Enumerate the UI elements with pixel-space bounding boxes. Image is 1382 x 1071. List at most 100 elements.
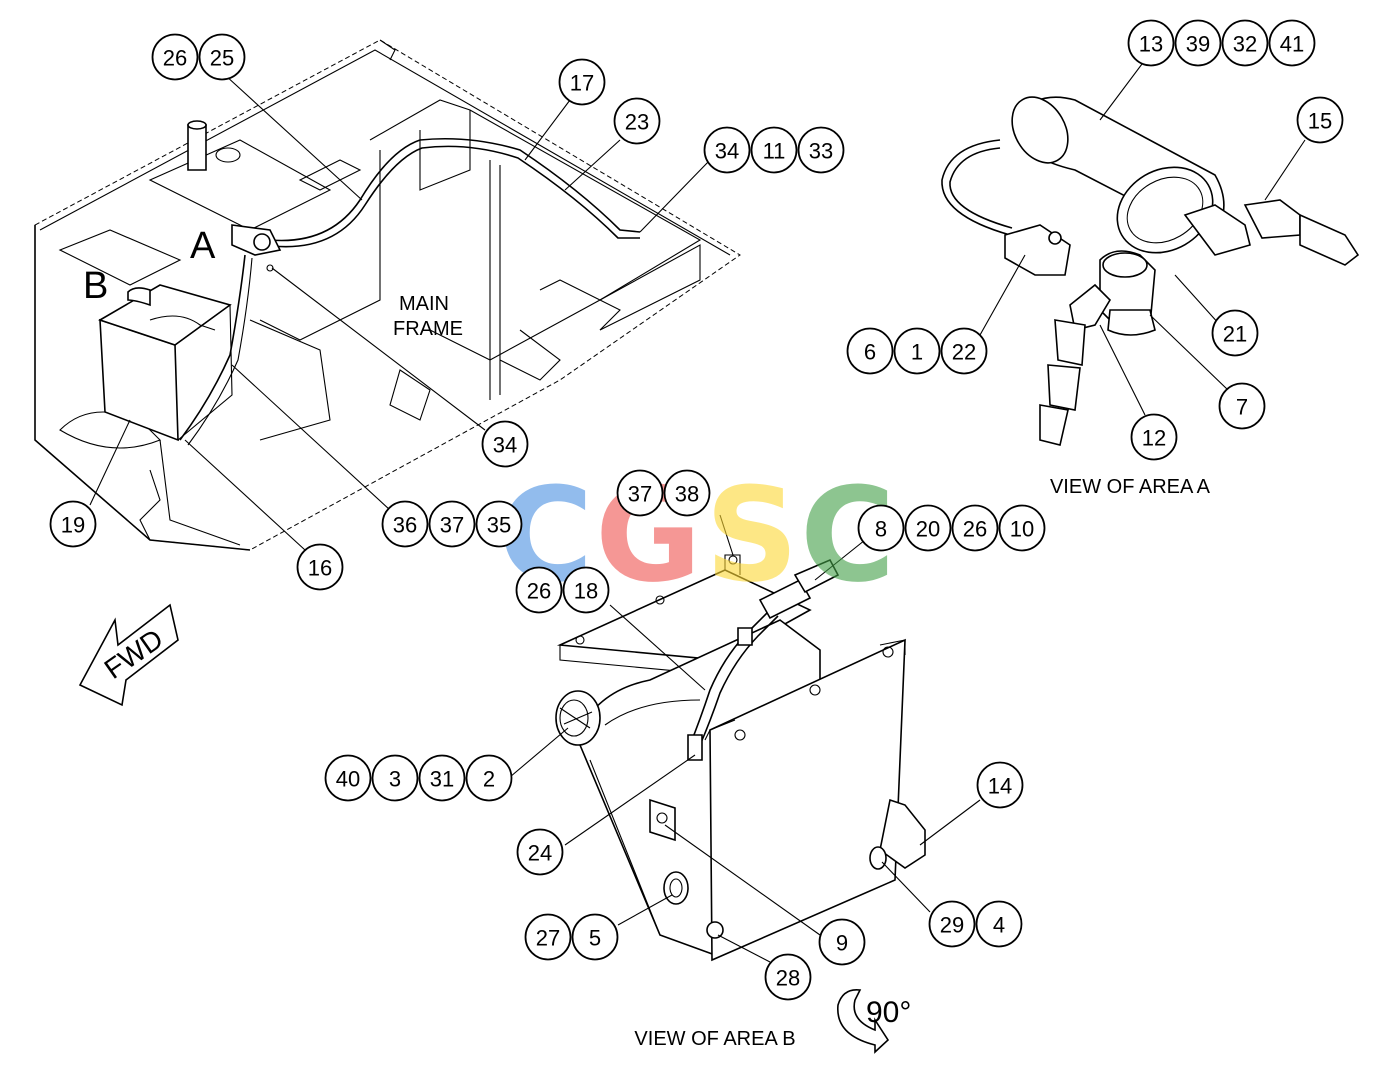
callout-circle <box>951 504 999 552</box>
callout-circle <box>571 913 619 961</box>
area-a-label: A <box>190 225 216 267</box>
rotation-label: 90° <box>866 996 911 1029</box>
callout-circle <box>818 918 866 966</box>
callout-29: 29 <box>928 900 976 948</box>
callout-number: 14 <box>988 774 1012 799</box>
callout-circle <box>846 327 894 375</box>
callout-24: 24 <box>516 828 564 876</box>
callout-13: 13 <box>1127 19 1175 67</box>
callout-number: 21 <box>1223 322 1247 347</box>
callout-circle <box>1211 309 1259 357</box>
callout-31: 31 <box>418 754 466 802</box>
callout-number: 9 <box>836 931 848 956</box>
callout-circle <box>558 58 606 106</box>
callout-number: 34 <box>715 139 739 164</box>
callout-33: 33 <box>797 126 845 174</box>
callout-12: 12 <box>1130 413 1178 461</box>
callout-circle <box>1221 19 1269 67</box>
callout-number: 38 <box>675 482 699 507</box>
callout-circle <box>703 126 751 174</box>
callout-number: 35 <box>487 513 511 538</box>
callout-number: 22 <box>952 340 976 365</box>
callout-number: 19 <box>61 513 85 538</box>
callout-circle <box>940 327 988 375</box>
callout-number: 41 <box>1280 32 1304 57</box>
callout-22: 22 <box>940 327 988 375</box>
callout-28: 28 <box>764 953 812 1001</box>
callout-number: 26 <box>963 517 987 542</box>
callout-circle <box>998 504 1046 552</box>
callout-circle <box>475 500 523 548</box>
callout-number: 2 <box>483 767 495 792</box>
callout-19: 19 <box>49 500 97 548</box>
callout-37b: 37 <box>616 469 664 517</box>
callout-27: 27 <box>524 913 572 961</box>
callout-number: 31 <box>430 767 454 792</box>
callout-circle <box>616 469 664 517</box>
callout-number: 18 <box>574 579 598 604</box>
callout-circle <box>904 504 952 552</box>
callout-10: 10 <box>998 504 1046 552</box>
callout-41: 41 <box>1268 19 1316 67</box>
main-frame-label-line2: FRAME <box>393 318 463 340</box>
callout-number: 8 <box>875 517 887 542</box>
main-frame-drawing <box>34 39 741 551</box>
callout-40: 40 <box>324 754 372 802</box>
callout-5: 5 <box>571 913 619 961</box>
callout-number: 25 <box>210 46 234 71</box>
callout-circle <box>1268 19 1316 67</box>
rotation-arrow-icon <box>837 988 890 1054</box>
callout-18: 18 <box>562 566 610 614</box>
callout-36: 36 <box>381 500 429 548</box>
callout-circle <box>481 420 529 468</box>
callout-6: 6 <box>846 327 894 375</box>
callout-number: 3 <box>389 767 401 792</box>
callout-circle <box>151 33 199 81</box>
area-b-view-drawing <box>509 514 981 963</box>
callout-number: 11 <box>763 139 786 164</box>
callout-number: 40 <box>336 767 360 792</box>
callout-32: 32 <box>1221 19 1269 67</box>
callout-number: 33 <box>809 139 833 164</box>
callout-37a: 37 <box>428 500 476 548</box>
callout-number: 20 <box>916 517 940 542</box>
callout-number: 29 <box>940 913 964 938</box>
callout-23: 23 <box>613 97 661 145</box>
callout-1: 1 <box>893 327 941 375</box>
callout-35: 35 <box>475 500 523 548</box>
callout-circle <box>1218 382 1266 430</box>
callout-25: 25 <box>198 33 246 81</box>
callout-number: 28 <box>776 966 800 991</box>
callout-circle <box>797 126 845 174</box>
callout-number: 12 <box>1142 426 1166 451</box>
callout-circle <box>857 504 905 552</box>
callout-number: 37 <box>440 513 464 538</box>
callout-number: 36 <box>393 513 417 538</box>
callout-circle <box>428 500 476 548</box>
callout-26b: 26 <box>951 504 999 552</box>
callout-number: 4 <box>993 913 1005 938</box>
callout-circle <box>49 500 97 548</box>
callout-15: 15 <box>1296 96 1344 144</box>
callout-circle <box>613 97 661 145</box>
view-area-b-caption: VIEW OF AREA B <box>634 1028 795 1050</box>
callout-number: 32 <box>1233 32 1257 57</box>
callout-number: 24 <box>528 841 552 866</box>
callout-number: 5 <box>589 926 601 951</box>
callout-21: 21 <box>1211 309 1259 357</box>
callout-39: 39 <box>1174 19 1222 67</box>
callout-circle <box>515 566 563 614</box>
callout-circle <box>324 754 372 802</box>
callout-circle <box>198 33 246 81</box>
callout-circle <box>1127 19 1175 67</box>
callout-circle <box>1174 19 1222 67</box>
callout-circle <box>663 469 711 517</box>
callout-number: 16 <box>308 556 332 581</box>
callout-16: 16 <box>296 543 344 591</box>
callout-number: 34 <box>493 433 517 458</box>
callout-number: 26 <box>163 46 187 71</box>
callout-number: 17 <box>570 71 594 96</box>
callout-circle <box>750 126 798 174</box>
